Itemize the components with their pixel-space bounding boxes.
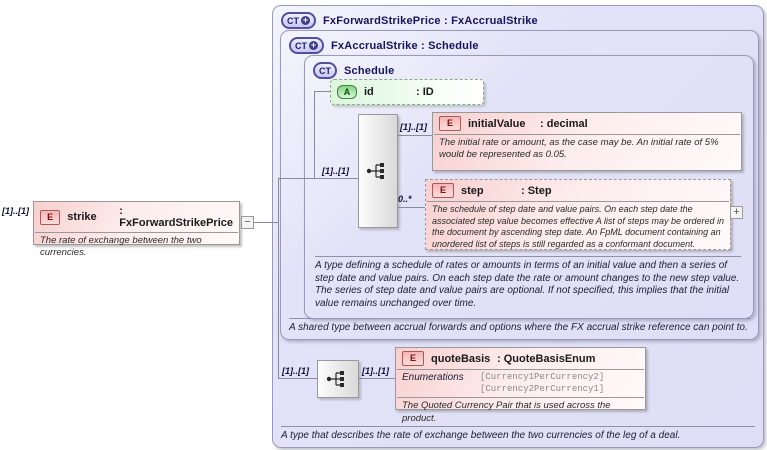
cardinality-schedule-branch: [1]..[1] <box>322 166 349 176</box>
element-badge: E <box>439 116 461 131</box>
divider <box>434 134 740 135</box>
sequence-icon <box>366 163 384 179</box>
element-badge: E <box>40 209 61 225</box>
cardinality-quotebasis-right: [1]..[1] <box>362 366 389 376</box>
element-badge: E <box>402 351 424 366</box>
sequence-icon <box>326 371 344 387</box>
expand-toggle-step[interactable]: + <box>730 206 743 219</box>
connector-line <box>314 91 330 92</box>
element-description: The Quoted Currency Pair that is used ac… <box>402 400 611 424</box>
divider <box>427 201 729 202</box>
divider <box>35 232 238 233</box>
enumeration-value: [Currency2PerCurrency1] <box>480 383 605 394</box>
attribute-badge: A <box>337 85 357 99</box>
connector-line <box>254 222 278 223</box>
connector-line <box>278 178 358 179</box>
element-name: initialValue <box>468 117 526 130</box>
element-box-initialvalue[interactable]: E initialValue : decimal The initial rat… <box>432 112 742 171</box>
connector-line <box>396 135 432 136</box>
element-header: E quoteBasis : QuoteBasisEnum <box>396 348 645 369</box>
complextype-title: Schedule <box>344 64 395 77</box>
divider <box>397 369 644 370</box>
cardinality-strike: [1]..[1] <box>2 206 29 216</box>
cardinality-quotebasis-left: [1]..[1] <box>282 366 309 376</box>
expand-plus-icon[interactable]: + <box>301 15 310 25</box>
element-description: The initial rate or amount, as the case … <box>439 137 719 161</box>
cardinality-initialvalue: [1]..[1] <box>400 122 427 132</box>
element-type: : FxForwardStrikePrice <box>119 205 234 229</box>
complextype-header: CT Schedule <box>305 56 753 81</box>
attribute-type: : ID <box>416 86 434 98</box>
attribute-name: id <box>364 86 374 98</box>
connector-line <box>278 178 279 378</box>
expand-plus-icon[interactable]: + <box>309 40 318 50</box>
enumerations-row: Enumerations [Currency1PerCurrency2] [Cu… <box>396 370 645 397</box>
enumeration-value: [Currency1PerCurrency2] <box>480 372 605 382</box>
ct-badge-label: CT <box>295 40 307 51</box>
element-type: : QuoteBasisEnum <box>497 352 596 365</box>
sequence-compositor-icon <box>358 114 398 228</box>
element-header: E strike : FxForwardStrikePrice <box>34 202 239 232</box>
complextype-description: A shared type between accrual forwards a… <box>289 317 750 335</box>
connector-line <box>357 378 395 379</box>
complextype-badge[interactable]: CT+ <box>281 12 316 29</box>
element-badge: E <box>432 183 454 198</box>
attribute-box-id[interactable]: A id : ID <box>330 79 484 105</box>
complextype-description: A type defining a schedule of rates or a… <box>315 256 741 310</box>
connector-line <box>314 91 315 178</box>
element-description: The rate of exchange between the two cur… <box>40 235 202 259</box>
element-type: : Step <box>521 184 552 197</box>
ct-badge-label: CT <box>287 15 299 26</box>
element-type: : decimal <box>540 117 588 130</box>
complextype-description: A type that describes the rate of exchan… <box>281 425 755 443</box>
complextype-title: FxForwardStrikePrice : FxAccrualStrike <box>323 14 538 27</box>
element-header: E step : Step <box>426 180 730 201</box>
ct-badge-label: CT <box>319 65 331 76</box>
connector-line <box>396 207 425 208</box>
element-box-step[interactable]: E step : Step The schedule of step date … <box>425 179 731 250</box>
element-description: The schedule of step date and value pair… <box>432 204 724 249</box>
element-name: step <box>461 184 484 197</box>
complextype-header: CT+ FxAccrualStrike : Schedule <box>281 31 758 56</box>
complextype-title: FxAccrualStrike : Schedule <box>331 39 479 52</box>
element-box-quotebasis[interactable]: E quoteBasis : QuoteBasisEnum Enumeratio… <box>395 347 646 424</box>
complextype-header: CT+ FxForwardStrikePrice : FxAccrualStri… <box>273 6 763 31</box>
enumeration-values: [Currency1PerCurrency2] [Currency2PerCur… <box>480 372 604 395</box>
element-header: E initialValue : decimal <box>433 113 741 134</box>
complextype-badge[interactable]: CT+ <box>289 37 324 54</box>
divider <box>397 397 644 399</box>
sequence-compositor-icon <box>317 360 359 398</box>
connector-line <box>278 378 317 379</box>
cardinality-step: 0..* <box>398 194 412 204</box>
collapse-toggle-strike[interactable]: − <box>241 216 254 229</box>
element-name: quoteBasis <box>431 352 491 365</box>
element-box-strike[interactable]: E strike : FxForwardStrikePrice The rate… <box>33 201 240 258</box>
enumerations-label: Enumerations <box>402 372 464 383</box>
element-name: strike <box>67 211 97 223</box>
complextype-badge[interactable]: CT <box>313 62 337 79</box>
